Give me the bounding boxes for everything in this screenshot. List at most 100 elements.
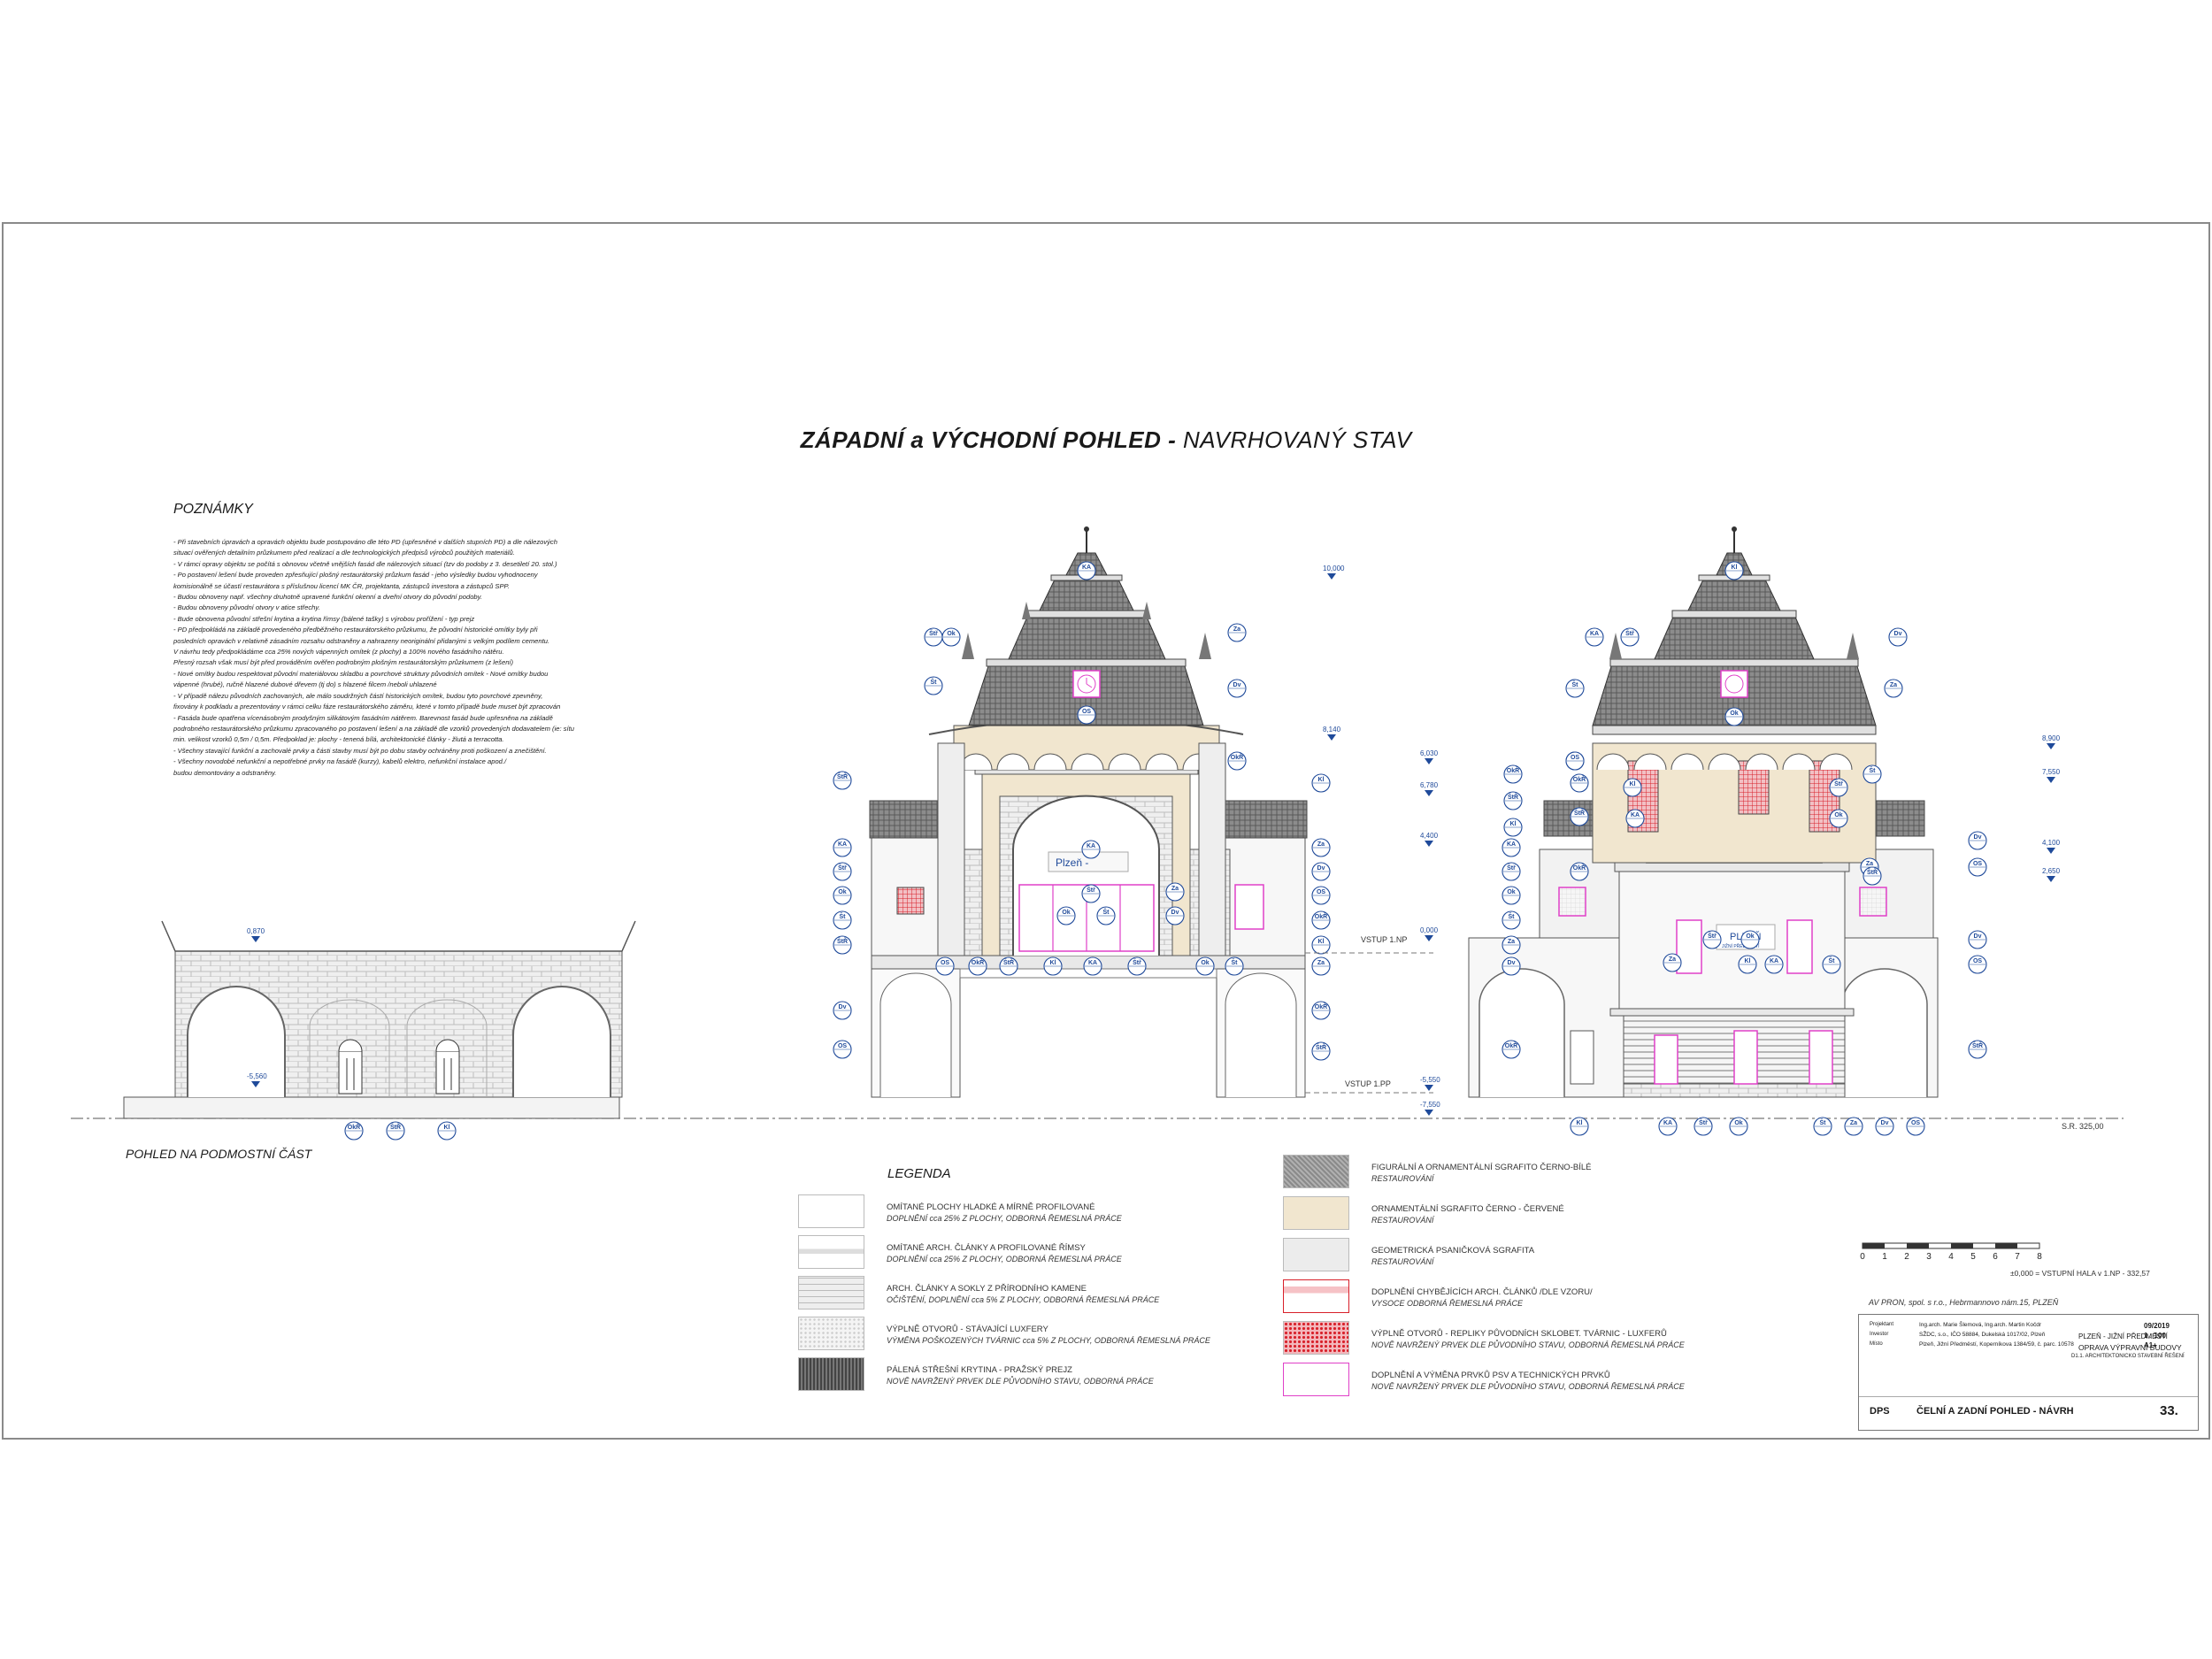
tb-row-value: SŽDC, s.o., IČO 58884, Dukelská 1017/02,…: [1919, 1332, 2046, 1338]
tb-project-1: PLZEŇ - JIŽNÍ PŘEDMĚSTÍ: [2078, 1333, 2168, 1340]
tag-bubble: Dv: [1311, 862, 1331, 881]
tag-bubble: Ok: [1724, 707, 1744, 726]
elevation-mark: 4,100: [2042, 839, 2061, 854]
notes-list: - Při stavebních úpravách a opravách obj…: [173, 537, 634, 779]
tag-bubble: OS: [1968, 955, 1987, 974]
note-line: - Nové omítky budou respektovat původní …: [173, 669, 549, 678]
elevation-mark: 10,000: [1323, 565, 1345, 580]
tag-bubble: Za: [1165, 882, 1185, 902]
tag-code: ŠtŘ: [1867, 868, 1878, 876]
tag-code: Kl: [1050, 960, 1056, 966]
tag-bubble: Št: [1863, 764, 1882, 784]
tag-code: ŠtŘ: [1003, 958, 1014, 966]
tag-bubble: ŠtŘ: [833, 935, 852, 955]
elevation-value: 7,550: [2042, 768, 2061, 776]
elevation-value: 2,650: [2042, 867, 2061, 875]
tag-bubble: Kl: [1043, 956, 1063, 976]
legend-text: ORNAMENTÁLNÍ SGRAFITO ČERNO - ČERVENÉ: [1371, 1204, 1564, 1214]
tag-bubble: OS: [833, 1040, 852, 1059]
legend-swatch: [798, 1317, 864, 1350]
tag-bubble: Štř: [1694, 1117, 1713, 1136]
tag-code: OS: [1973, 861, 1982, 867]
elevation-value: 4,100: [2042, 839, 2061, 847]
tb-row-label: Investor: [1870, 1332, 1889, 1337]
legend-subtext: NOVĚ NAVRŽENÝ PRVEK DLE PŮVODNÍHO STAVU,…: [1371, 1340, 1685, 1349]
legend-swatch: [798, 1357, 864, 1391]
tag-bubble: OkŘ: [1502, 1040, 1521, 1059]
tag-bubble: Ok: [1502, 886, 1521, 905]
tag-bubble: Ok: [1829, 809, 1848, 828]
tag-bubble: Štř: [1829, 778, 1848, 797]
scale-tick-label: 4: [1948, 1252, 1954, 1262]
tag-bubble: Za: [1227, 623, 1247, 642]
elevation-mark: 2,650: [2042, 867, 2061, 882]
tag-code: Ok: [1730, 710, 1738, 717]
elevation-value: 8,140: [1323, 726, 1341, 733]
tag-code: OS: [838, 1043, 847, 1049]
tag-bubble: Štř: [924, 627, 943, 647]
tb-row-label: Místo: [1870, 1341, 1883, 1347]
tag-code: Št: [840, 912, 847, 920]
legend-subtext: RESTAUROVÁNÍ: [1371, 1174, 1434, 1183]
tag-code: Štř: [1625, 629, 1634, 637]
tag-bubble: Kl: [1311, 773, 1331, 793]
title-main: ZÁPADNÍ a VÝCHODNÍ POHLED -: [800, 426, 1183, 453]
level-vstup-1np: VSTUP 1.NP: [1361, 935, 1408, 944]
note-line: min. velikost vzorků 0,5m / 0,5m. Předpo…: [173, 735, 504, 744]
elevation-value: -7,550: [1420, 1101, 1440, 1109]
tag-bubble: OS: [1077, 705, 1096, 725]
legend-text: PÁLENÁ STŘEŠNÍ KRYTINA - PRAŽSKÝ PREJZ: [887, 1365, 1072, 1375]
tag-code: ŠtŘ: [1972, 1041, 1983, 1049]
tag-bubble: Kl: [1570, 1117, 1589, 1136]
tb-scale: 1 : 100: [2144, 1332, 2166, 1340]
tag-bubble: ŠtŘ: [999, 956, 1018, 976]
tb-date: 09/2019: [2144, 1322, 2170, 1330]
note-line: - Všechny stavající funkční a zachovalé …: [173, 746, 547, 755]
west-facade-elevation: Plzeň -: [869, 526, 1308, 1098]
tag-bubble: KA: [1502, 838, 1521, 857]
legend-text: VÝPLNĚ OTVORŮ - STÁVAJÍCÍ LUXFERY: [887, 1325, 1048, 1334]
note-line: - Budou obnoveny původní otvory v atice …: [173, 603, 320, 612]
tag-code: OkŘ: [1573, 775, 1586, 783]
tag-bubble: KA: [1077, 561, 1096, 580]
tag-code: Kl: [1732, 565, 1738, 571]
elevation-mark: 4,400: [1420, 832, 1439, 847]
underpass-view-label: POHLED NA PODMOSTNÍ ČÁST: [126, 1147, 312, 1161]
tag-bubble: Dv: [1888, 627, 1908, 647]
legend-subtext: DOPLNĚNÍ cca 25% Z PLOCHY, ODBORNÁ ŘEMES…: [887, 1214, 1122, 1223]
tag-code: Dv: [1881, 1120, 1889, 1126]
tag-code: ŠtŘ: [390, 1123, 401, 1131]
elevation-mark: -5,560: [247, 1072, 267, 1087]
company-line: AV PRON, spol. s r.o., Hebrmannovo nám.1…: [1869, 1298, 2059, 1307]
tag-code: Kl: [1630, 781, 1636, 787]
tag-code: OkŘ: [972, 958, 984, 966]
tag-code: KA: [1631, 812, 1640, 818]
legend-swatch: [1283, 1363, 1349, 1396]
note-line: - Po postavení lešení bude proveden zpře…: [173, 571, 538, 580]
note-line: - PD předpokládá na základě provedeného …: [173, 626, 538, 634]
tag-bubble: OS: [1968, 857, 1987, 877]
tag-code: KA: [1770, 958, 1778, 964]
tag-bubble: Dv: [1968, 831, 1987, 850]
tag-bubble: Dv: [1165, 906, 1185, 926]
tag-code: Za: [1669, 956, 1676, 963]
facade-lettering-right-sub: JIŽNÍ PŘEDMĚSTÍ: [1722, 942, 1760, 949]
tag-bubble: Št: [1813, 1117, 1832, 1136]
elevation-mark: 8,140: [1323, 726, 1341, 741]
tag-code: OS: [1973, 958, 1982, 964]
tag-code: Št: [1829, 956, 1836, 964]
tag-bubble: Ok: [1729, 1117, 1748, 1136]
east-facade-elevation: PLZEŇ JIŽNÍ PŘEDMĚSTÍ: [1468, 526, 1939, 1098]
note-line: - Fasáda bude opatřena vícenásobným prod…: [173, 713, 553, 722]
tag-code: ŠtŘ: [837, 937, 848, 945]
tag-code: ŠtŘ: [1316, 1043, 1326, 1051]
elevation-mark: 6,030: [1420, 749, 1439, 764]
tag-code: Št: [1103, 908, 1110, 916]
tag-code: Za: [1233, 626, 1240, 633]
tag-code: Za: [1890, 682, 1897, 688]
tag-bubble: Kl: [437, 1121, 457, 1141]
tag-bubble: Kl: [1503, 818, 1523, 837]
tag-code: OkŘ: [1507, 766, 1519, 774]
